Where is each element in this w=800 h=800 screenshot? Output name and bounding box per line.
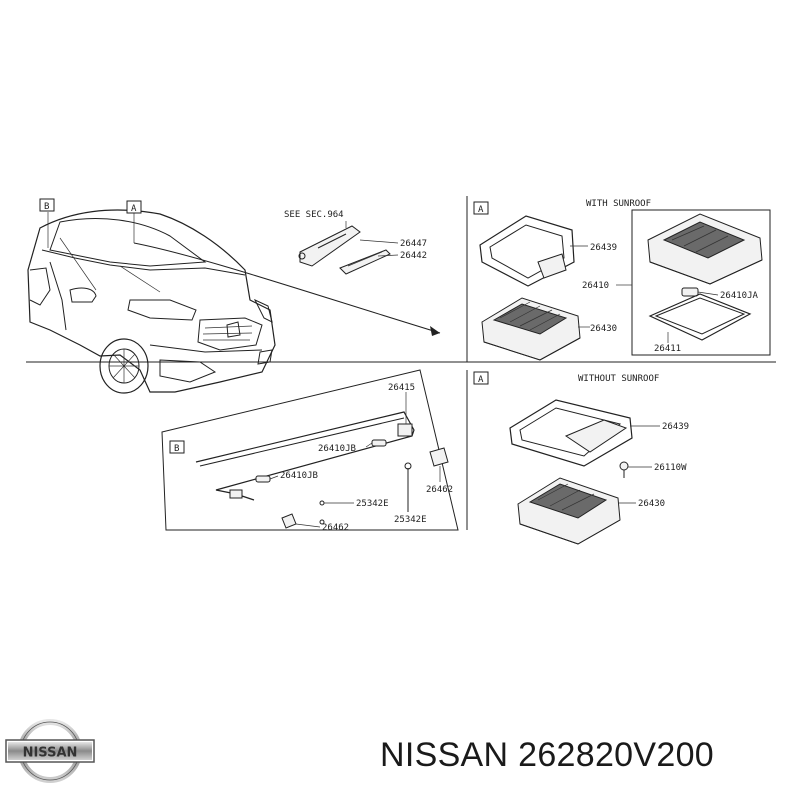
part-26415: 26415 xyxy=(388,383,415,393)
part-26410: 26410 xyxy=(582,281,609,291)
part-26410jb-lower: 26410JB xyxy=(280,471,318,481)
part-26430-wo: 26430 xyxy=(638,499,665,509)
part-26410ja: 26410JA xyxy=(720,291,759,301)
with-sunroof-ref-mark: A xyxy=(478,205,484,215)
part-lens-26411 xyxy=(648,293,752,341)
vehicle-illustration xyxy=(27,209,276,394)
part-lamp-26430-wo xyxy=(517,477,621,545)
ref-mark-b-box xyxy=(39,198,55,212)
part-26462-lower: 26462 xyxy=(322,523,349,533)
harness-ref-box xyxy=(169,440,185,454)
part-25342e-bottom: 25342E xyxy=(394,515,427,525)
part-26439-wo: 26439 xyxy=(662,422,689,432)
part-bracket-26439-ws xyxy=(479,215,575,287)
part-26462-right: 26462 xyxy=(426,485,453,495)
ref-mark-a-box xyxy=(126,200,142,214)
part-26447: 26447 xyxy=(400,239,427,249)
part-26110w: 26110W xyxy=(654,463,687,473)
part-26410jb-upper: 26410JB xyxy=(318,444,356,454)
harness-ref-mark: B xyxy=(174,444,179,454)
without-sunroof-ref-box xyxy=(473,371,489,385)
pointer-arrow-line xyxy=(133,242,441,334)
part-screw-26110w xyxy=(619,461,629,478)
part-26411: 26411 xyxy=(654,344,681,354)
without-sunroof-title: WITHOUT SUNROOF xyxy=(578,374,659,384)
part-25342e-middle: 25342E xyxy=(356,499,389,509)
with-sunroof-title: WITH SUNROOF xyxy=(586,199,651,209)
ref-mark-b: B xyxy=(44,202,49,212)
part-26430-ws: 26430 xyxy=(590,324,617,334)
nissan-logo: NISSAN xyxy=(5,719,95,783)
lamp-detail-frame xyxy=(631,209,771,356)
harness-panel: B xyxy=(161,369,459,531)
logo-text: NISSAN xyxy=(23,746,78,761)
without-sunroof-ref-mark: A xyxy=(478,375,484,385)
sun-visor-assembly xyxy=(298,225,391,275)
part-map-lamp-ws xyxy=(647,213,763,285)
part-bracket-26439-wo xyxy=(509,399,633,467)
part-number-caption: NISSAN 262820V200 xyxy=(380,736,714,774)
see-section-label: SEE SEC.964 xyxy=(284,210,344,220)
pointer-arrowhead xyxy=(430,326,440,336)
ref-mark-a: A xyxy=(131,204,137,214)
part-bulb-26410ja xyxy=(681,287,699,297)
part-26442: 26442 xyxy=(400,251,427,261)
part-26439-ws: 26439 xyxy=(590,243,617,253)
part-lamp-26430-ws xyxy=(481,297,581,361)
with-sunroof-ref-box xyxy=(473,201,489,215)
